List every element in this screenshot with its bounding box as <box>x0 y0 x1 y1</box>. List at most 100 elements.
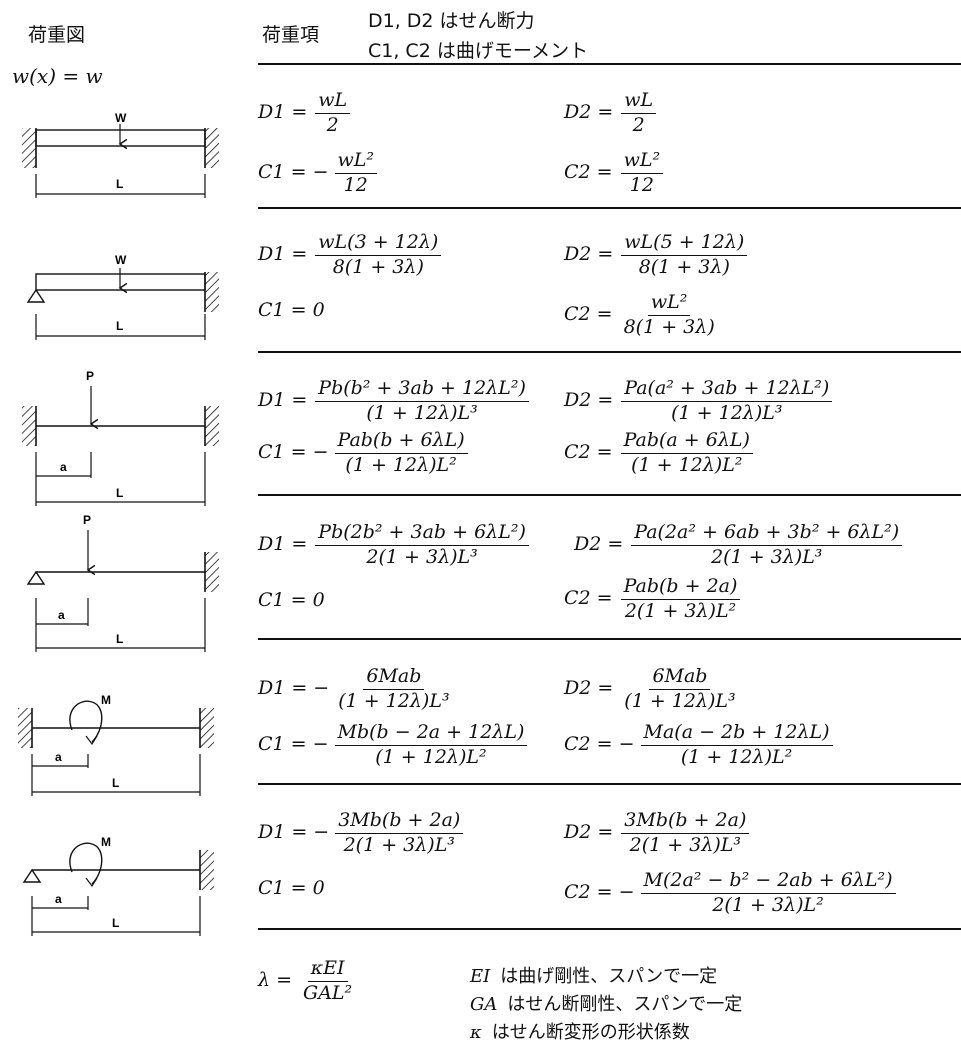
eq-denominator: (1 + 12λ)L³ <box>671 401 783 424</box>
eq-case6-c1: C1 = 0 <box>258 877 331 900</box>
diagram-case-5: M a L <box>18 693 214 796</box>
eq-case3-d1: D1 =Pb(b² + 3ab + 12λL²)(1 + 12λ)L³ <box>258 377 531 425</box>
distributed-load-def: w(x) = w <box>12 64 103 88</box>
eq-lhs: D1 = <box>258 677 308 700</box>
eq-case4-d1: D1 =Pb(2b² + 3ab + 6λL²)2(1 + 3λ)L³ <box>258 521 531 569</box>
eq-fraction: wL(5 + 12λ)8(1 + 3λ) <box>621 231 748 279</box>
eq-case2-c1: C1 = 0 <box>258 299 331 322</box>
m-label: M <box>101 835 111 849</box>
p-label: P <box>83 513 91 527</box>
w-label: W <box>115 111 127 125</box>
l-label: L <box>116 632 123 646</box>
eq-numerator: wL <box>315 89 351 114</box>
eq-sign: − <box>313 677 330 700</box>
m-label: M <box>101 693 111 707</box>
diagram-case-4: P a L <box>26 513 219 652</box>
eq-lhs: D2 = <box>564 821 614 844</box>
row-rule-6 <box>258 928 961 930</box>
l-label: L <box>112 916 119 930</box>
left-title: 荷重図 <box>28 24 86 46</box>
eq-case5-c1: C1 =−Mb(b − 2a + 12λL)(1 + 12λ)L² <box>258 721 529 769</box>
eq-denominator: 2(1 + 3λ)L³ <box>366 545 478 568</box>
eq-numerator: 6Mab <box>363 665 425 690</box>
eq-case6-c2: C2 =−M(2a² − b² − 2ab + 6λL²)2(1 + 3λ)L² <box>564 869 898 917</box>
eq-fraction: Pb(b² + 3ab + 12λL²)(1 + 12λ)L³ <box>315 377 529 425</box>
eq-lhs: C2 = <box>564 733 613 756</box>
eq-lhs: D2 = <box>564 243 614 266</box>
row-rule-5 <box>258 783 961 785</box>
eq-numerator: wL(5 + 12λ) <box>621 231 748 256</box>
eq-numerator: Pab(a + 6λL) <box>620 429 753 454</box>
eq-lhs: C1 = <box>258 733 307 756</box>
eq-sign: − <box>618 733 635 756</box>
eq-fraction: Pb(2b² + 3ab + 6λL²)2(1 + 3λ)L³ <box>315 521 529 569</box>
l-label: L <box>116 486 123 500</box>
diagram-case-2: W L <box>26 253 219 340</box>
eq-case5-d2: D2 = 6Mab(1 + 12λ)L³ <box>564 665 741 713</box>
eq-fraction: Pa(2a² + 6ab + 3b² + 6λL²)2(1 + 3λ)L³ <box>631 521 903 569</box>
eq-denominator: 8(1 + 3λ) <box>623 315 715 338</box>
eq-fraction: 3Mb(b + 2a)2(1 + 3λ)L³ <box>621 809 750 857</box>
eq-lhs: D1 = <box>258 101 308 124</box>
eq-denominator: (1 + 12λ)L³ <box>338 689 450 712</box>
eq-denominator: 12 <box>629 173 654 196</box>
eq-numerator: 3Mb(b + 2a) <box>335 809 464 834</box>
eq-denominator: 2(1 + 3λ)L³ <box>629 833 742 856</box>
eq-denominator: (1 + 12λ)L² <box>375 745 487 768</box>
eq-sign: − <box>313 821 330 844</box>
eq-fraction: 6Mab(1 + 12λ)L³ <box>621 665 738 713</box>
a-label: a <box>58 608 65 622</box>
row-rule-2 <box>258 351 961 353</box>
eq-lhs: C1 = 0 <box>258 589 325 611</box>
a-label: a <box>60 460 67 474</box>
eq-sign: − <box>618 881 635 904</box>
l-label: L <box>116 177 123 191</box>
eq-fraction: Pab(a + 6λL)(1 + 12λ)L² <box>620 429 753 477</box>
eq-denominator: (1 + 12λ)L³ <box>366 401 478 424</box>
eq-denominator: 2(1 + 3λ)L² <box>624 599 737 622</box>
eq-denominator: (1 + 12λ)L² <box>680 745 793 768</box>
eq-sign: − <box>312 733 329 756</box>
eq-denominator: (1 + 12λ)L² <box>345 453 457 476</box>
note-text: はせん断剛性、スパンで一定 <box>507 994 743 1015</box>
a-label: a <box>55 892 62 906</box>
eq-case4-d2: D2 =Pa(2a² + 6ab + 3b² + 6λL²)2(1 + 3λ)L… <box>574 521 904 569</box>
eq-case6-d1: D1 =−3Mb(b + 2a)2(1 + 3λ)L³ <box>258 809 465 857</box>
eq-lhs: D2 = <box>564 101 614 124</box>
eq-denominator: 8(1 + 3λ) <box>638 255 730 278</box>
eq-lhs: D2 = <box>564 677 614 700</box>
eq-denominator: 2(1 + 3λ)L² <box>712 893 824 916</box>
note-text: は曲げ剛性、スパンで一定 <box>500 966 718 987</box>
eq-fraction: M(2a² − b² − 2ab + 6λL²)2(1 + 3λ)L² <box>640 869 896 917</box>
note-text: はせん断変形の形状係数 <box>491 1022 690 1043</box>
eq-numerator: Pa(2a² + 6ab + 3b² + 6λL²) <box>631 521 903 546</box>
l-label: L <box>112 776 119 790</box>
l-label: L <box>116 319 123 333</box>
eq-numerator: 6Mab <box>649 665 711 690</box>
diagram-case-6: M a L <box>22 835 214 936</box>
eq-sign: − <box>312 441 329 464</box>
legend-line-1: D1, D2 はせん断力 <box>368 10 535 32</box>
eq-denominator: 2 <box>326 113 339 136</box>
legend-line-2: C1, C2 は曲げモーメント <box>368 40 589 62</box>
eq-denominator: (1 + 12λ)L² <box>631 453 743 476</box>
eq-denominator: 2 <box>632 113 645 136</box>
eq-fraction: 3Mb(b + 2a)2(1 + 3λ)L³ <box>335 809 464 857</box>
eq-case4-c2: C2 =Pab(b + 2a)2(1 + 3λ)L² <box>564 575 742 623</box>
eq-sign: − <box>312 161 329 184</box>
eq-case3-c1: C1 =−Pab(b + 6λL)(1 + 12λ)L² <box>258 429 470 477</box>
eq-numerator: wL <box>621 89 657 114</box>
eq-numerator: Pb(b² + 3ab + 12λL²) <box>315 377 529 402</box>
eq-case3-d2: D2 =Pa(a² + 3ab + 12λL²)(1 + 12λ)L³ <box>564 377 834 425</box>
eq-numerator: wL² <box>620 149 664 174</box>
w-label: W <box>115 253 127 267</box>
diagram-case-3: P a L <box>22 369 219 506</box>
eq-fraction: Ma(a − 2b + 12λL)(1 + 12λ)L² <box>640 721 833 769</box>
